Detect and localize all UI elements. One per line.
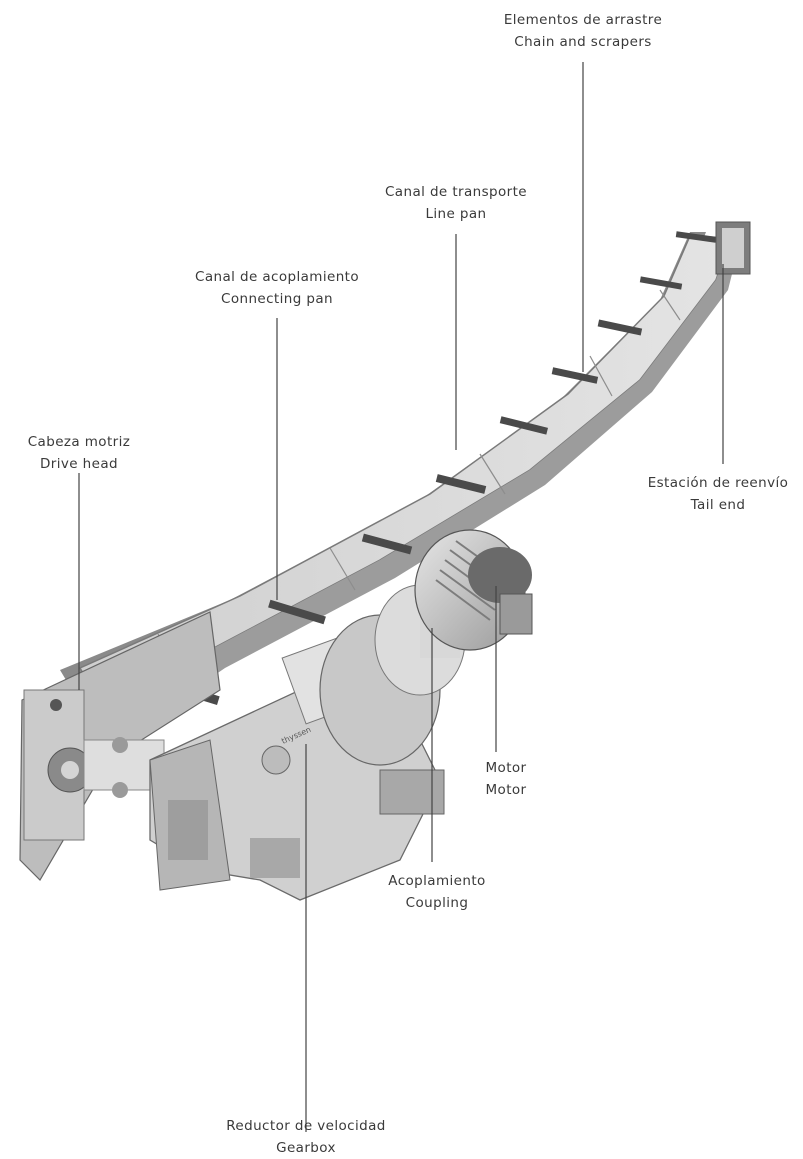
label-line-pan-es: Canal de transporte [384,184,528,200]
label-coupling-es: Acoplamiento [388,873,486,889]
label-connecting-pan-en: Connecting pan [221,291,333,307]
label-motor: Motor Motor [466,757,546,801]
support-base [379,769,445,815]
label-drive-head-es: Cabeza motriz [27,434,131,450]
label-connecting-pan: Canal de acoplamiento Connecting pan [177,266,377,310]
label-tail-end-es: Estación de reenvío [647,475,789,491]
label-coupling-en: Coupling [405,895,469,911]
label-drive-head: Cabeza motriz Drive head [14,431,144,475]
label-line-pan: Canal de transporte Line pan [366,181,546,225]
motor-unit [414,529,533,651]
label-chain-es: Elementos de arrastre [503,12,663,28]
drive-head-frame [19,611,221,881]
label-gearbox-es: Reductor de velocidad [226,1118,386,1134]
label-gearbox-en: Gearbox [276,1140,336,1156]
label-connecting-pan-es: Canal de acoplamiento [195,269,359,285]
label-drive-head-en: Drive head [40,456,118,472]
label-chain-and-scrapers: Elementos de arrastre Chain and scrapers [483,9,683,53]
leader-lines [78,62,724,1132]
scraper-flights [150,231,717,706]
tail-end-station [715,221,751,275]
label-chain-en: Chain and scrapers [514,34,652,50]
label-motor-es: Motor [485,760,527,776]
coupling-housing [319,584,466,766]
label-tail-end: Estación de reenvío Tail end [633,472,803,516]
label-gearbox: Reductor de velocidad Gearbox [206,1115,406,1159]
label-line-pan-en: Line pan [425,206,487,222]
label-motor-en: Motor [485,782,527,798]
label-tail-end-en: Tail end [690,497,746,513]
label-coupling: Acoplamiento Coupling [377,870,497,914]
